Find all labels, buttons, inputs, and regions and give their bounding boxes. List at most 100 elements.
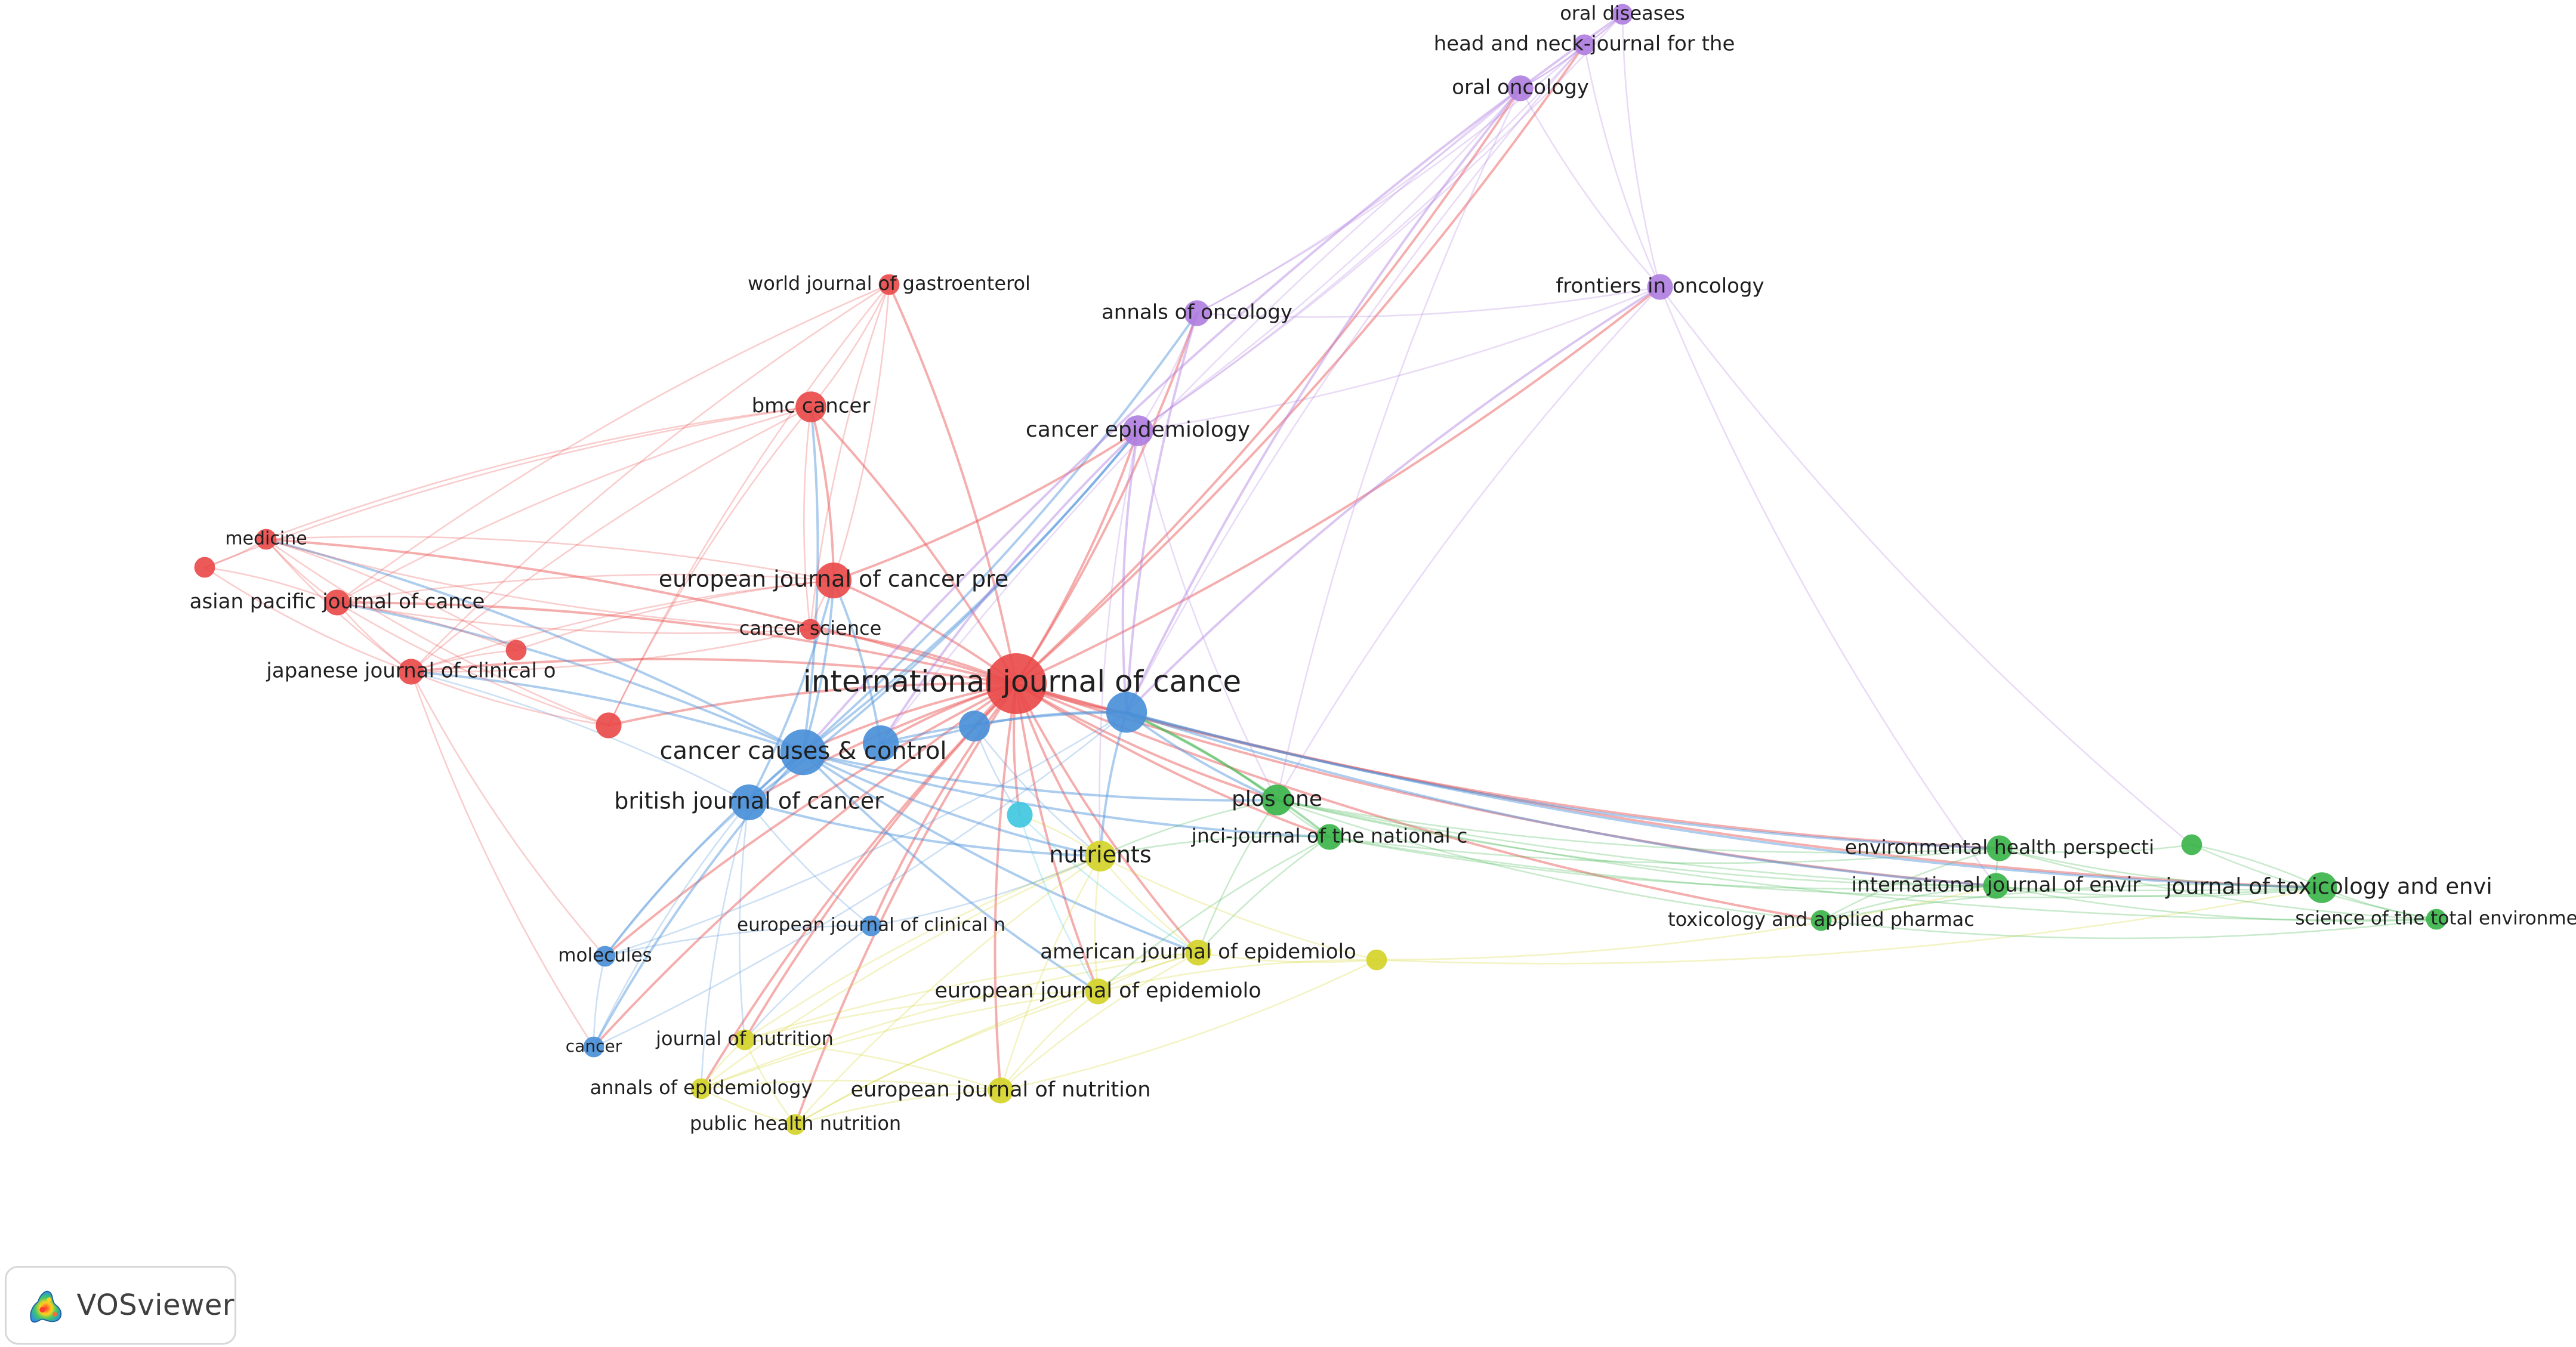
node-label-oraldis: oral diseases [1560,2,1685,24]
edge-ajepi-phn [794,951,1199,1126]
edge-ijc-ejepi [1015,682,1099,993]
edge-ejcn-molecules [604,925,872,957]
edge-ijc-wjg [888,283,1017,685]
node-oralonc[interactable] [1507,75,1534,101]
node-ehp[interactable] [1986,835,2013,861]
edge-plos-nutrients [1099,799,1278,857]
edge-molecules-blue_big [604,711,1128,957]
node-label-cancersci: cancer science [739,617,882,639]
node-label-ejepi: european journal of epidemiolo [934,979,1261,1003]
edge-epi-frontonc [1137,286,1661,432]
node-red_left[interactable] [505,639,527,661]
edge-bjc-cancer [593,801,750,1048]
edge-jtox-green_small [2191,844,2323,889]
node-green_small[interactable] [2181,834,2202,855]
edge-oralonc-blue_mid [880,87,1522,744]
edge-oralonc-plos [1276,87,1522,801]
node-molecules[interactable] [594,946,616,967]
edge-jtox-toxpharm [1820,883,2323,922]
edge-jnci-blue_big [1125,711,1331,838]
edge-red_small-jjco [203,566,412,673]
node-frontonc[interactable] [1647,274,1673,300]
node-bjc[interactable] [731,784,767,820]
node-jnci[interactable] [1316,824,1343,850]
edge-plos-blue_big [1125,711,1278,801]
edge-nutrients-annepi [700,855,1102,1090]
node-jnut[interactable] [734,1029,755,1051]
edge-epi-oralonc [1137,87,1522,432]
node-annonc[interactable] [1184,300,1210,326]
edge-ijc-annonc [1015,312,1198,685]
edge-ejcp-red_left [515,579,835,651]
edge-annonc-oralonc [1196,87,1522,314]
node-bmc[interactable] [795,391,826,422]
node-ijerph[interactable] [1983,873,2009,899]
node-ijc[interactable] [986,653,1047,714]
node-blue_big[interactable] [1106,691,1147,733]
node-plos[interactable] [1261,784,1292,815]
edge-ijerph-jtox [1995,885,2323,898]
node-jtox[interactable] [2306,872,2337,903]
node-ccc[interactable] [780,729,826,776]
edge-plos-toxpharm [1276,799,1822,922]
node-medicine[interactable] [255,529,277,550]
node-jjco[interactable] [398,659,424,685]
edge-oralonc-blue_big [1125,87,1522,713]
node-phn[interactable] [785,1114,806,1135]
node-wjg[interactable] [878,274,900,295]
edge-nutrients-jnut [744,855,1102,1041]
edge-blue_big-ijerph [1125,711,1997,887]
edge-ejcn-jnut [744,925,872,1041]
edge-ijc-ajepi [1015,682,1199,954]
node-ejnut[interactable] [988,1077,1014,1104]
edge-ajepi-yellow_right [1197,951,1378,963]
node-ejcn[interactable] [860,915,882,937]
edge-wjg-red_mid [607,283,890,727]
node-apjc[interactable] [324,589,350,616]
node-ajepi[interactable] [1185,940,1211,966]
node-oraldis[interactable] [1612,4,1633,25]
edge-ejcp-epi [832,430,1139,582]
node-yellow_right[interactable] [1366,949,1387,971]
node-label-annonc: annals of oncology [1102,301,1292,325]
node-ejcp[interactable] [816,563,852,598]
node-cancersci[interactable] [800,619,821,640]
edge-bmc-medicine [265,406,812,540]
node-epi[interactable] [1122,415,1153,446]
edge-ccc-nutrients [802,751,1102,857]
node-cyan_node[interactable] [1007,802,1033,828]
node-label-bjc: british journal of cancer [614,788,884,814]
node-headneck[interactable] [1574,34,1595,55]
edge-bjc-ejcp [748,579,835,804]
edge-ejnut-annepi [700,1080,1002,1092]
edge-blue_big-blue_mid [880,711,1128,744]
edge-blue_big-ehp [1125,711,2001,849]
node-ejepi[interactable] [1085,978,1111,1005]
edge-ejnut-yellow_right [999,959,1378,1092]
edge-blue_small-nutrients [973,725,1102,857]
edge-ijc-phn [794,682,1017,1126]
node-red_mid[interactable] [596,712,622,739]
node-nutrients[interactable] [1085,841,1116,872]
edge-ijc-ejnut [994,682,1017,1092]
edge-frontonc-blue_big [1125,286,1661,713]
node-blue_small[interactable] [959,710,990,742]
vosviewer-brand-text: VOSviewer [76,1289,235,1322]
edge-oralonc-oraldis [1519,13,1624,89]
edge-ijc-ejcn [870,682,1017,927]
vosviewer-brand-badge[interactable]: VOSviewer [5,1266,236,1345]
node-toxpharm[interactable] [1810,910,1832,931]
edge-apjc-red_small [203,566,338,604]
node-label-jjco: japanese journal of clinical o [266,659,556,683]
edge-ejepi-annepi [700,990,1099,1090]
node-red_small[interactable] [194,557,215,578]
node-scitotenv[interactable] [2426,909,2447,930]
node-cancer[interactable] [583,1036,604,1058]
edge-cyan_node-ajepi [1019,814,1199,954]
node-annepi[interactable] [690,1078,712,1099]
node-label-annepi: annals of epidemiology [590,1076,813,1099]
node-blue_mid[interactable] [863,725,899,761]
edge-ejcp-bmc [810,406,835,582]
